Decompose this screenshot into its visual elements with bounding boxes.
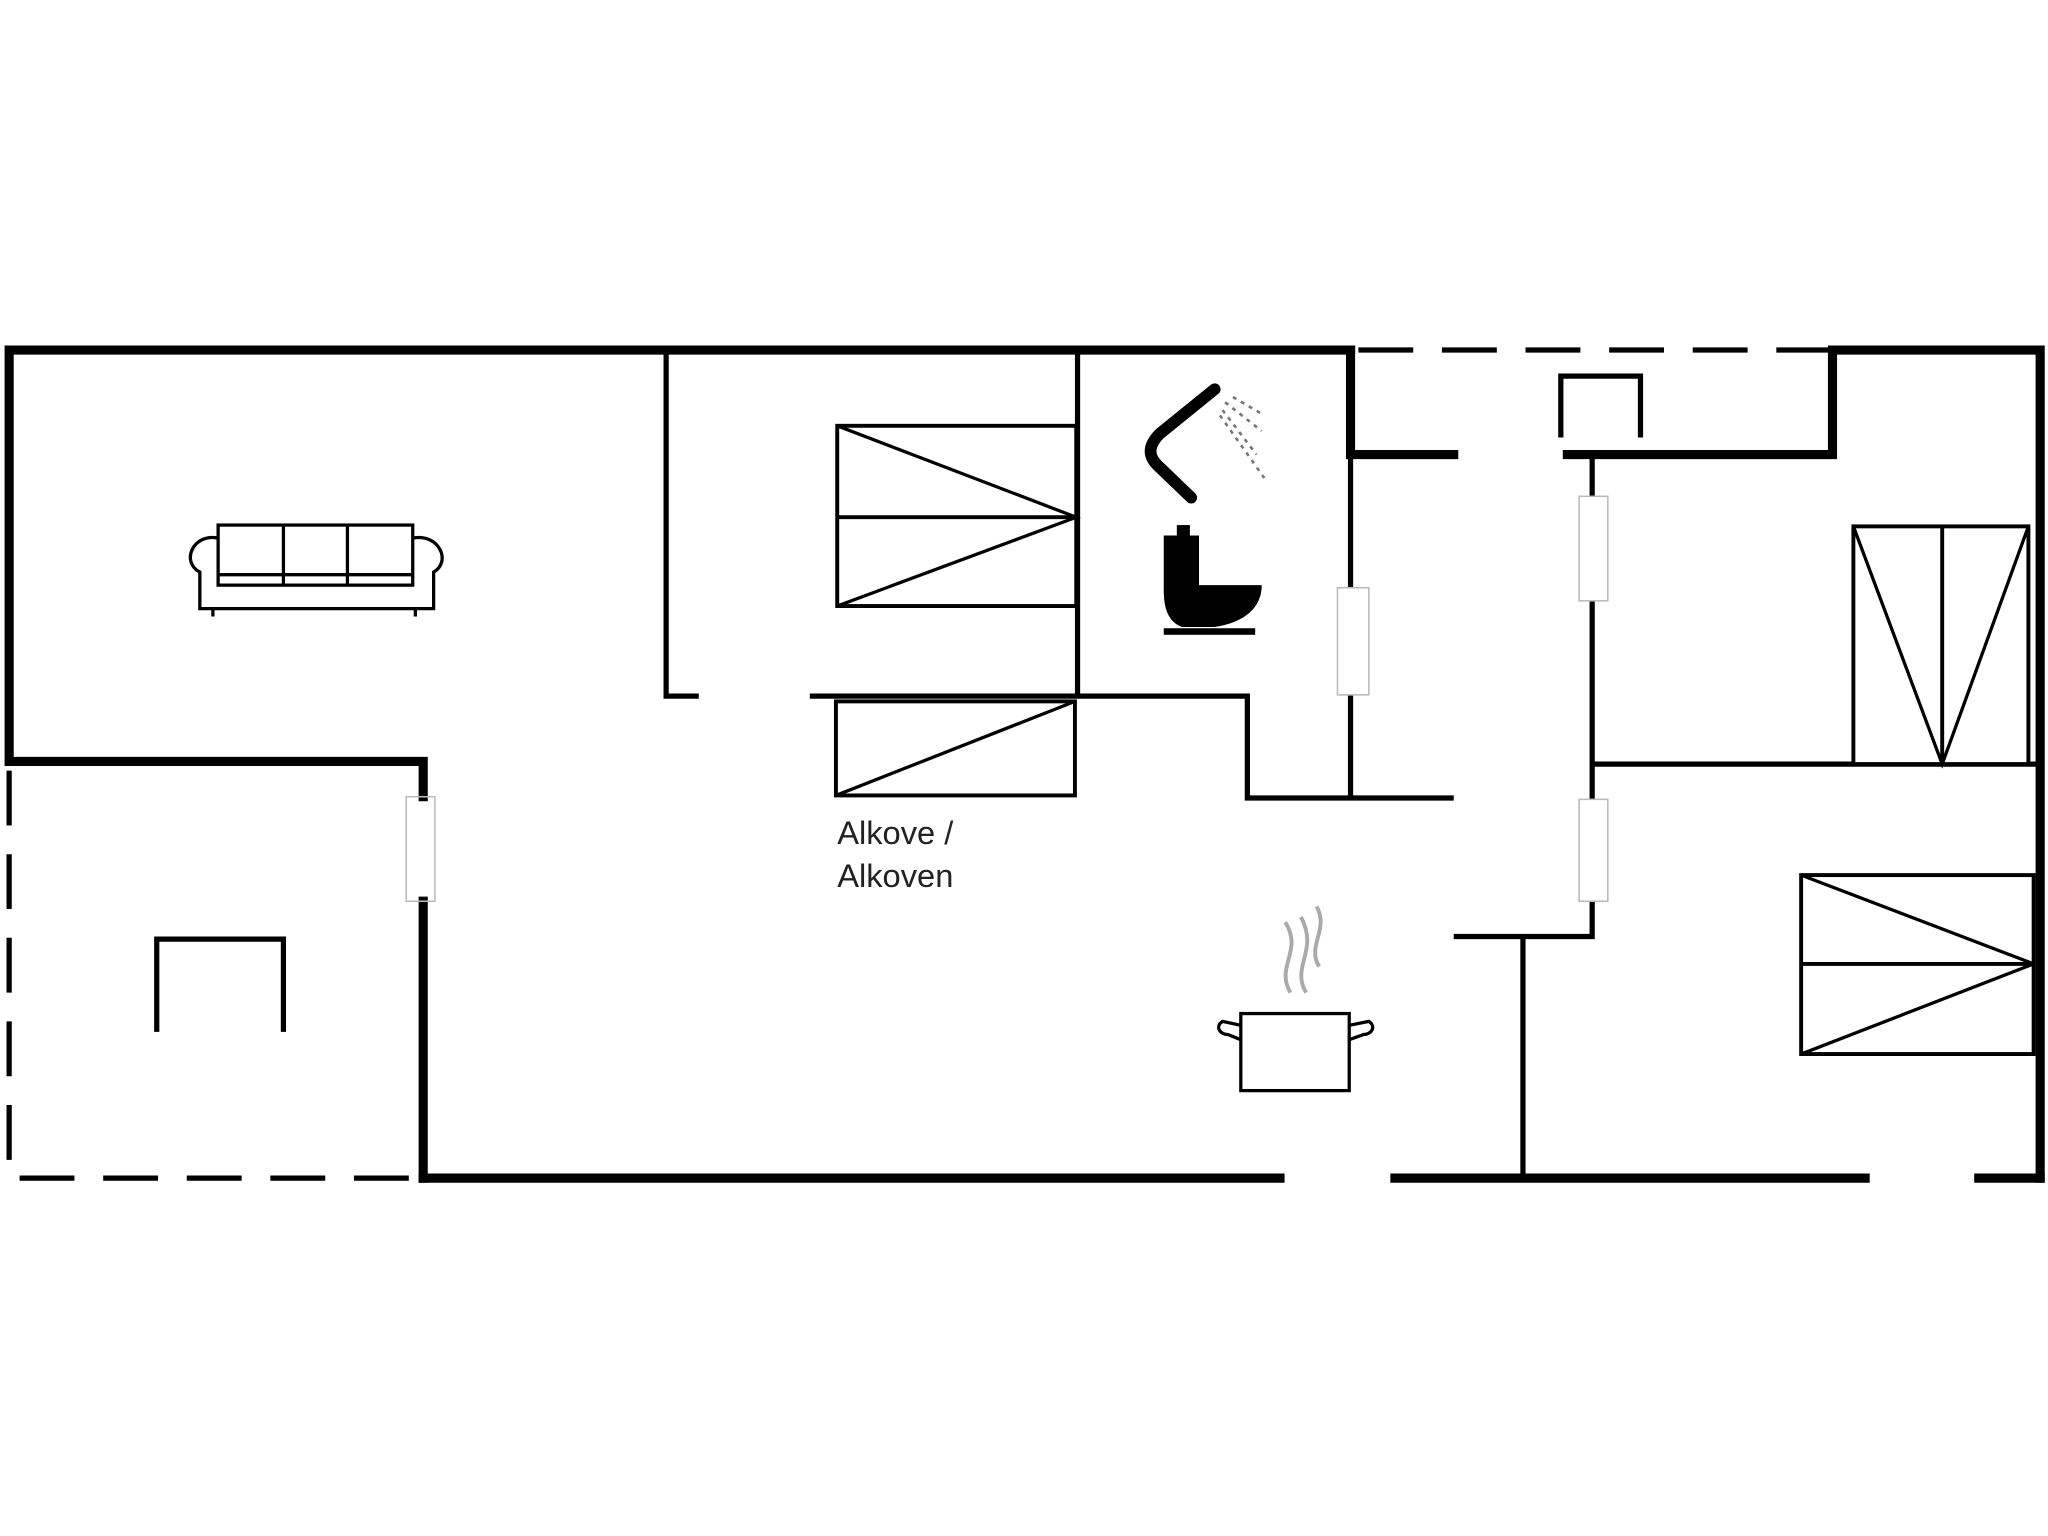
bed-icon <box>1799 873 2039 1056</box>
door-openings[interactable] <box>405 495 1609 903</box>
alcove-label-line1: Alkove / <box>837 814 954 851</box>
bed-icon <box>833 699 1077 798</box>
interior-walls <box>663 350 2038 1179</box>
cooking-pot-icon <box>1217 905 1375 1093</box>
alcove-label-line2: Alkoven <box>837 857 953 894</box>
sofa-icon <box>188 523 444 617</box>
toilet-icon <box>1163 525 1262 635</box>
shower-icon <box>1144 383 1266 504</box>
bed-icon <box>1851 524 2031 769</box>
table-icon <box>154 936 287 1032</box>
bed-icon <box>835 423 1081 608</box>
terrace-outline <box>6 347 1829 1181</box>
